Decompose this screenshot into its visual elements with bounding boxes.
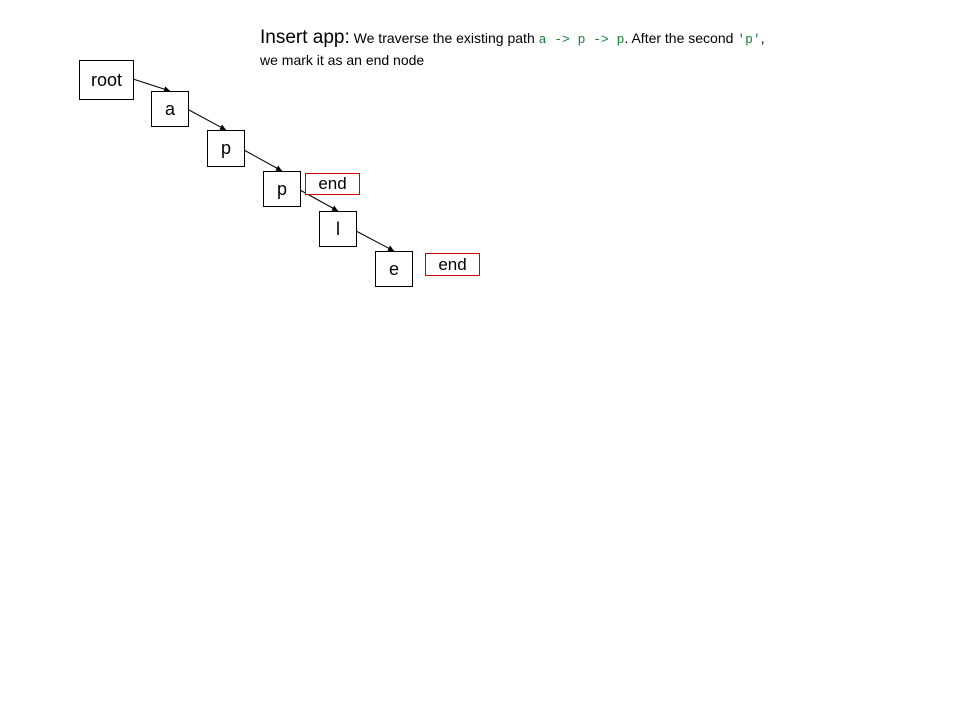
caption-heading: Insert app: [260, 27, 350, 48]
end-marker-p2: end [305, 173, 360, 195]
caption-text-3: , [760, 30, 765, 46]
trie-node-e: e [375, 251, 413, 287]
caption-line-1: Insert app: We traverse the existing pat… [260, 28, 900, 50]
edge-p1-p2 [243, 149, 283, 172]
diagram-caption: Insert app: We traverse the existing pat… [260, 28, 900, 70]
caption-text-2: . After the second [624, 30, 738, 46]
end-marker-e: end [425, 253, 480, 276]
edge-a-p1 [188, 109, 227, 131]
trie-node-p2: p [263, 171, 301, 207]
trie-node-p1: p [207, 130, 245, 167]
caption-path-code: a -> p -> p [538, 32, 625, 47]
caption-char-code: 'p' [737, 32, 761, 47]
caption-text-1: We traverse the existing path [349, 30, 539, 46]
trie-node-root: root [79, 60, 134, 100]
edge-l-e [355, 230, 395, 252]
trie-node-l: l [319, 211, 357, 247]
edge-root-a [132, 78, 171, 93]
caption-line-2: we mark it as an end node [260, 52, 425, 68]
trie-node-a: a [151, 91, 189, 127]
